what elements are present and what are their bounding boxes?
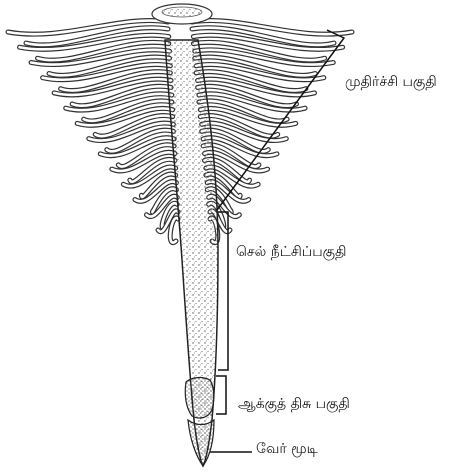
label-elongation-zone: செல் நீட்சிப்பகுதி bbox=[236, 244, 346, 262]
bracket-meristem bbox=[216, 376, 226, 414]
label-meristematic-zone: ஆக்குத் திசு பகுதி bbox=[238, 396, 350, 414]
root-cap bbox=[188, 420, 214, 466]
label-root-cap: வேர் மூடி bbox=[256, 441, 318, 459]
label-maturation-zone: முதிர்ச்சி பகுதி bbox=[345, 74, 437, 92]
meristem-region bbox=[185, 378, 213, 418]
